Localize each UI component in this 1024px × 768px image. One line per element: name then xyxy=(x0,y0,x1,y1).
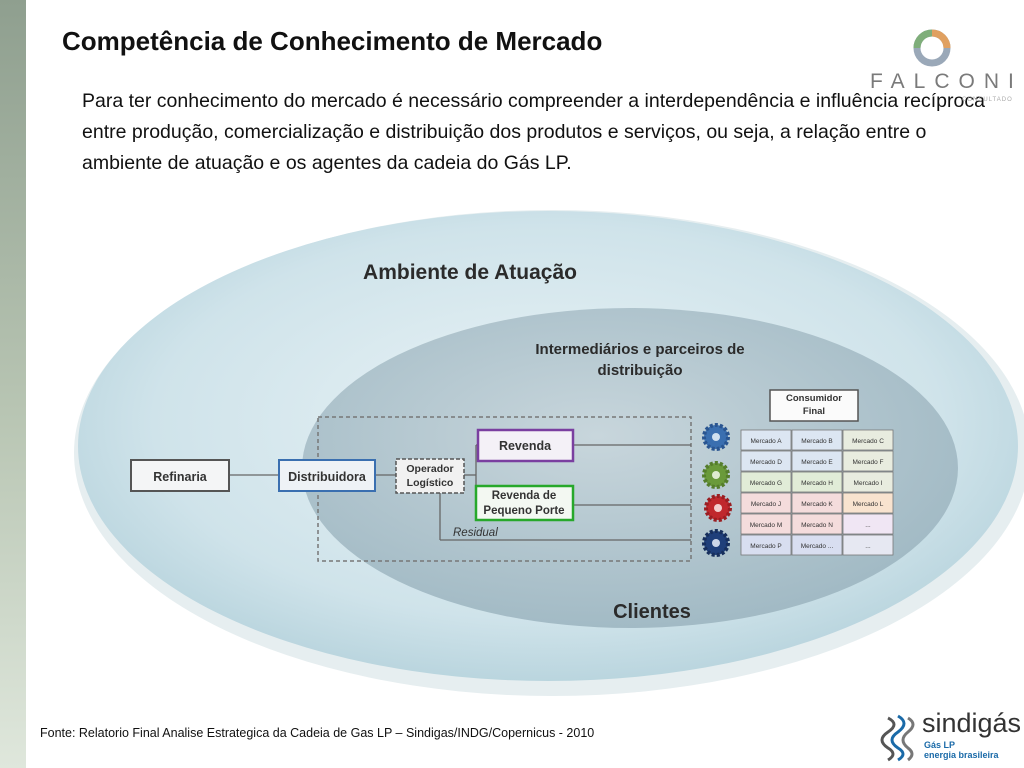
sindigas-logo-text: sindigás xyxy=(922,708,1022,738)
consumidor-label-line2: Final xyxy=(803,406,825,417)
distribuidora-label: Distribuidora xyxy=(288,470,367,484)
operador-label-line2: Logístico xyxy=(407,477,454,489)
consumidor-final-box xyxy=(769,389,859,422)
market-cell xyxy=(842,450,894,472)
market-cell-label: Mercado A xyxy=(750,438,782,445)
operador-label-line1: Operador xyxy=(406,463,453,475)
falconi-logo-text: FALCONI xyxy=(870,70,1023,93)
revenda-box xyxy=(476,428,575,463)
market-cell xyxy=(791,450,843,472)
market-cell-label: ... xyxy=(865,543,871,550)
market-cell xyxy=(740,492,792,514)
market-cell-label: Mercado I xyxy=(854,480,883,487)
gear-cluster-navy-icon xyxy=(702,529,730,557)
market-cell xyxy=(791,471,843,493)
refinaria-box xyxy=(130,459,230,492)
market-cell xyxy=(791,492,843,514)
market-cell-label: Mercado P xyxy=(750,543,781,550)
operador-logistico-box xyxy=(395,458,465,494)
market-cell xyxy=(740,429,792,451)
intermediarios-label-line1: Intermediários e parceiros de xyxy=(535,341,744,358)
market-cell-label: Mercado ... xyxy=(801,543,834,550)
intermediarios-label-line2: distribuição xyxy=(597,362,682,379)
market-cell xyxy=(842,492,894,514)
slide-side-bar xyxy=(0,0,26,768)
market-cell-label: Mercado E xyxy=(801,459,833,466)
falconi-logo-subtitle: CONSULTADO xyxy=(962,97,1013,103)
market-cell xyxy=(791,534,843,556)
market-cell-label: Mercado C xyxy=(852,438,884,445)
sindigas-tagline-line1: Gás LP xyxy=(924,740,956,750)
market-cell-label: Mercado H xyxy=(801,480,833,487)
market-cell-label: Mercado K xyxy=(801,501,833,508)
source-footer: Fonte: Relatorio Final Analise Estrategi… xyxy=(40,726,595,740)
market-cell-label: Mercado M xyxy=(750,522,783,529)
market-cell-label: Mercado D xyxy=(750,459,782,466)
consumidor-label-line1: Consumidor xyxy=(786,393,842,404)
market-cell-label: Mercado L xyxy=(853,501,884,508)
market-cell-label: Mercado B xyxy=(801,438,832,445)
residual-label: Residual xyxy=(453,527,498,539)
market-cell-label: Mercado J xyxy=(751,501,781,508)
revenda-label: Revenda xyxy=(499,439,552,453)
sindigas-tagline-line2: energia brasileira xyxy=(924,750,999,760)
market-cell xyxy=(842,429,894,451)
revenda-pp-label-line2: Pequeno Porte xyxy=(483,505,564,517)
distribuidora-box xyxy=(278,459,376,492)
market-segments-grid: Mercado A Mercado B Mercado C Mercado D Merc… xyxy=(740,429,894,556)
falconi-logo-icon xyxy=(913,29,951,67)
gear-cluster-blue-icon xyxy=(702,423,730,451)
revenda-pp-label-line1: Revenda de xyxy=(492,490,557,502)
gear-cluster-red-icon xyxy=(704,494,732,522)
revenda-pequeno-porte-box xyxy=(474,484,575,522)
sindigas-logo-icon xyxy=(880,714,915,762)
market-cell xyxy=(740,471,792,493)
market-cell-label: Mercado N xyxy=(801,522,833,529)
slide-body-text: Para ter conhecimento do mercado é neces… xyxy=(82,90,985,174)
gear-cluster-green-icon xyxy=(702,461,730,489)
slide-title: Competência de Conhecimento de Mercado xyxy=(62,26,603,56)
clientes-label: Clientes xyxy=(613,601,691,623)
market-cell xyxy=(740,513,792,535)
market-cell xyxy=(842,534,894,556)
market-cell xyxy=(842,513,894,535)
sindigas-logo-tagline: Gás LP energia brasileira xyxy=(924,740,999,760)
market-cell xyxy=(740,450,792,472)
market-cell xyxy=(842,471,894,493)
market-cell-label: Mercado G xyxy=(750,480,782,487)
market-cell xyxy=(791,513,843,535)
market-cell xyxy=(791,429,843,451)
ambiente-atuacao-label: Ambiente de Atuação xyxy=(363,261,577,284)
refinaria-label: Refinaria xyxy=(153,470,208,484)
market-cell-label: Mercado F xyxy=(852,459,883,466)
market-cell-label: ... xyxy=(865,522,871,529)
market-cell xyxy=(740,534,792,556)
